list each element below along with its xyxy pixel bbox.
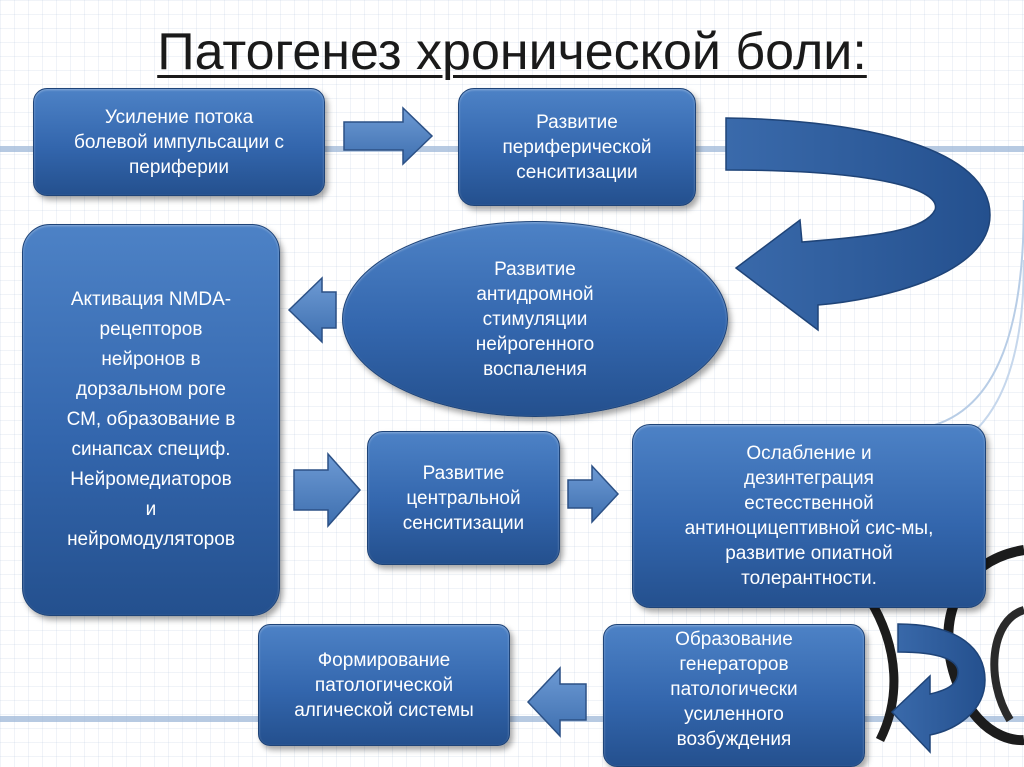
box-pathological-algic-system: Формирование патологической алгической с… xyxy=(258,624,510,746)
box-text-line: болевой импульсации с xyxy=(73,131,284,153)
box-text-line: Развитие xyxy=(422,462,505,484)
arrow-right-icon xyxy=(293,452,362,528)
arrow-right-icon xyxy=(567,464,620,524)
stethoscope-tube xyxy=(866,597,899,743)
box-text-line: синапсах специф. xyxy=(71,439,231,460)
ellipse-antidromic-stimulation: Развитие антидромной стимуляции нейроген… xyxy=(342,221,728,417)
box-peripheral-sensitization: Развитие периферической сенситизации xyxy=(458,88,696,206)
box-antinociceptive-weakening: Ослабление и дезинтеграция естесственной… xyxy=(632,424,986,608)
curved-arrow-icon xyxy=(725,117,991,332)
box-text-line: периферии xyxy=(128,156,229,178)
box-text-line: и xyxy=(145,499,157,520)
box-text-line: Нейромедиаторов xyxy=(70,469,232,490)
box-text-line: Развитие xyxy=(494,258,576,280)
box-text-line: Усиление потока xyxy=(104,106,254,128)
box-text-line: естесственной xyxy=(744,493,874,514)
box-text-line: стимуляции xyxy=(482,308,588,330)
box-text-line: сенситизации xyxy=(516,161,638,183)
box-text-line: антидромной xyxy=(476,283,594,305)
box-text-line: патологической xyxy=(314,674,454,696)
box-text-line: алгической системы xyxy=(294,699,474,721)
arrow-left-icon xyxy=(287,276,337,344)
box-text-line: сенситизации xyxy=(402,512,525,534)
box-text-line: нейрогенного xyxy=(475,333,595,355)
box-text-line: нейромодуляторов xyxy=(67,529,235,550)
box-text-line: Образование xyxy=(675,629,793,650)
box-text-line: рецепторов xyxy=(99,319,203,340)
box-text-line: дорзальном роге xyxy=(76,379,226,400)
box-pain-impulse-increase: Усиление потока болевой импульсации с пе… xyxy=(33,88,325,196)
box-text-line: СМ, образование в xyxy=(66,409,236,430)
box-central-sensitization: Развитие центральной сенситизации xyxy=(367,431,560,565)
box-text-line: толерантности. xyxy=(741,568,877,589)
box-text-line: центральной xyxy=(406,487,521,509)
background-line-bottom xyxy=(0,716,1024,722)
box-text-line: Активация NMDA- xyxy=(70,289,232,310)
box-text-line: Формирование xyxy=(317,649,451,671)
stethoscope-tube xyxy=(990,606,1024,723)
box-text-line: Развитие xyxy=(536,111,618,133)
arrow-left-icon xyxy=(526,666,587,738)
curved-arrow-icon xyxy=(890,623,986,754)
box-text-line: генераторов xyxy=(679,654,789,675)
box-nmda-activation: Активация NMDA- рецепторов нейронов в до… xyxy=(22,224,280,616)
box-text-line: патологически xyxy=(670,679,798,700)
box-text-line: возбуждения xyxy=(676,729,792,750)
box-text-line: усиленного xyxy=(684,704,784,725)
box-text-line: дезинтеграция xyxy=(744,468,874,489)
background-curve xyxy=(899,199,1024,431)
page-title: Патогенез хронической боли: xyxy=(157,23,867,81)
arrow-right-icon xyxy=(343,106,434,166)
box-text-line: периферической xyxy=(502,136,652,158)
box-text-line: нейронов в xyxy=(101,349,201,370)
box-text-line: развитие опиатной xyxy=(725,543,893,564)
box-text-line: Ослабление и xyxy=(746,443,872,464)
box-text-line: антиноцицептивной сис-мы, xyxy=(684,518,934,539)
box-excitation-generators: Образование генераторов патологически ус… xyxy=(603,624,865,767)
box-text-line: воспаления xyxy=(483,358,587,380)
